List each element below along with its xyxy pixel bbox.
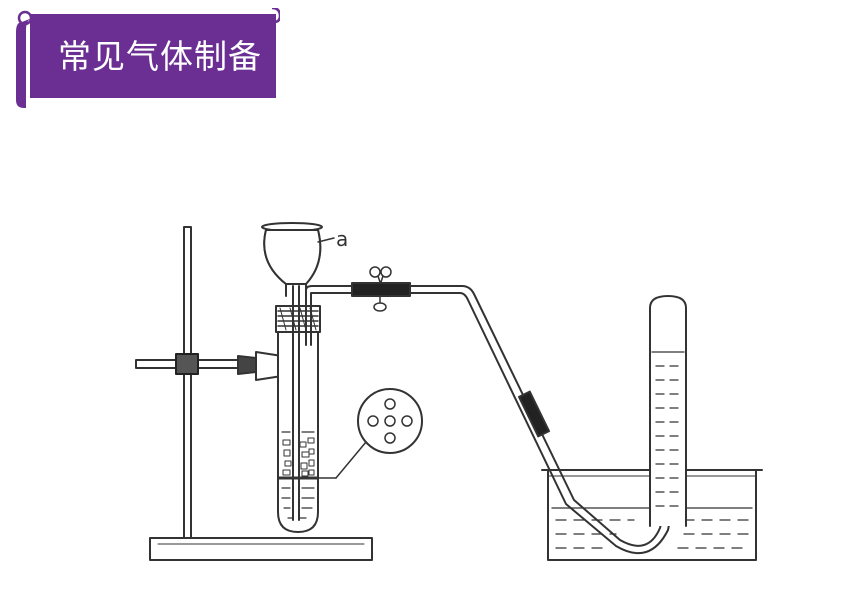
banner-left-scroll [16,18,32,108]
label-a: a [336,227,348,251]
funnel-body-fill [263,229,322,285]
page-title: 常见气体制备 [58,37,262,76]
water-trough [541,469,763,561]
banner-body [30,14,274,98]
banner-left-curl [17,10,33,26]
inset-leader [335,441,367,479]
rubber-connector-lower [517,390,551,438]
tube-liquid [281,431,315,519]
test-tube [275,285,321,533]
plate-inset [311,388,423,479]
stand-base [149,537,373,561]
gas-jar-water [651,351,685,507]
funnel [261,222,335,297]
boss-head [175,353,199,375]
pinch-clamp [369,266,392,312]
delivery-tube-outer [305,285,663,547]
delivery-tube [305,282,671,555]
solid-granules [282,437,315,477]
title-banner [16,8,280,108]
gas-jar-outline [649,295,687,527]
gas-jar [649,295,687,527]
clamp-jaw-knob [237,355,257,375]
delivery-tube-inner-line [310,292,671,555]
banner-right-strip [270,14,276,98]
stand-rod [183,226,192,539]
iron-stand [135,226,373,561]
trough-water [551,507,753,549]
rubber-connector [351,282,411,297]
banner-right-curl [266,8,280,24]
label-a-leader [317,237,335,243]
